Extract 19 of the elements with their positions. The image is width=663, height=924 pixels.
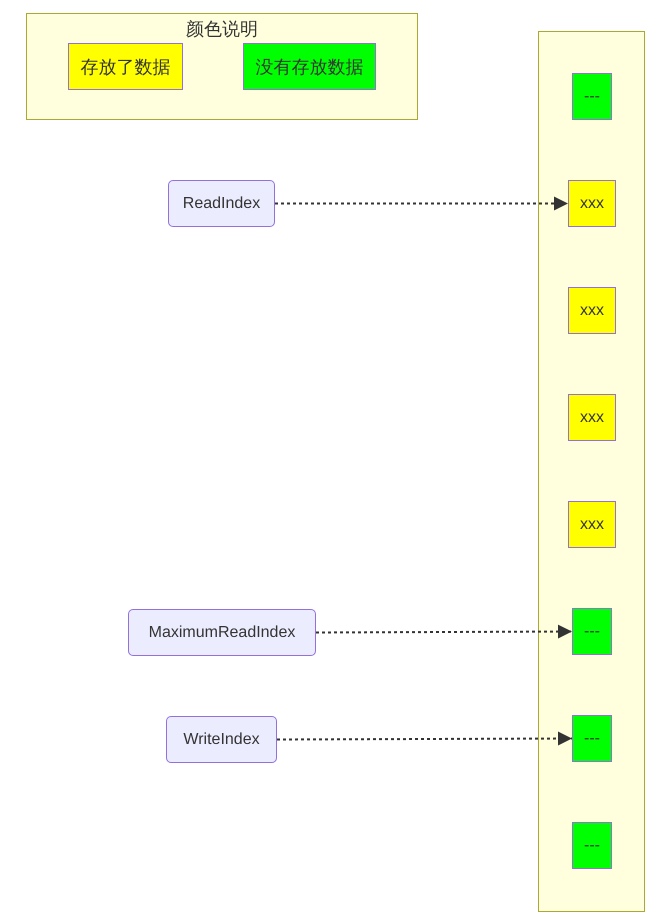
memory-cell: xxx — [568, 501, 616, 548]
memory-column — [538, 31, 645, 912]
legend-title: 颜色说明 — [185, 18, 259, 41]
memory-cell: --- — [572, 715, 612, 762]
arrow — [275, 196, 568, 210]
memory-cell: --- — [572, 822, 612, 869]
memory-cell: xxx — [568, 180, 616, 227]
memory-cell: xxx — [568, 394, 616, 441]
memory-cell: --- — [572, 73, 612, 120]
legend-panel — [26, 13, 418, 120]
memory-cell: --- — [572, 608, 612, 655]
legend-box: 没有存放数据 — [243, 43, 376, 90]
legend-box: 存放了数据 — [68, 43, 183, 90]
pointer-box: ReadIndex — [168, 180, 275, 227]
memory-cell: xxx — [568, 287, 616, 334]
pointer-box: MaximumReadIndex — [128, 609, 316, 656]
pointer-box: WriteIndex — [166, 716, 277, 763]
arrow — [277, 732, 572, 746]
arrow — [316, 624, 572, 639]
